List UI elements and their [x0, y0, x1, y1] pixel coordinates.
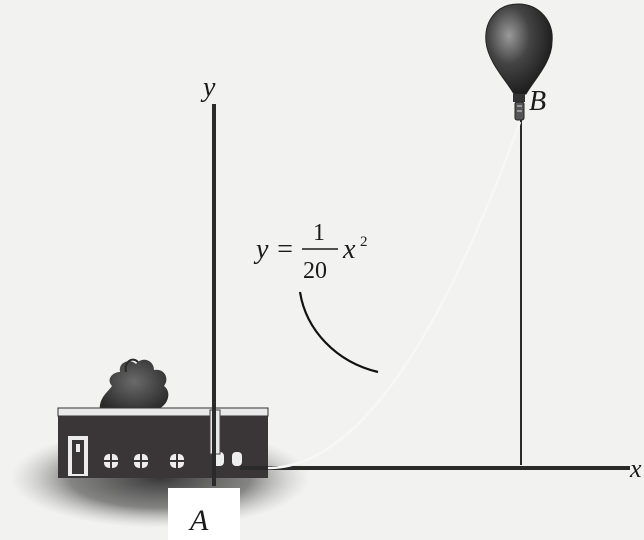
point-a-label: A — [188, 504, 209, 537]
equation-variable: x — [342, 234, 356, 265]
point-a-label-box — [168, 488, 240, 540]
house-icon — [57, 407, 269, 478]
equation-numerator: 1 — [313, 220, 325, 246]
equation-lhs: y = — [253, 234, 294, 265]
curve-callout-arc — [298, 291, 379, 374]
balloon-icon — [485, 3, 553, 121]
tree-icon — [99, 358, 169, 415]
y-axis-label: y — [200, 72, 216, 103]
equation-exponent: 2 — [360, 234, 368, 250]
point-b-label: B — [529, 86, 546, 117]
x-axis-label: x — [629, 454, 642, 483]
rope-curve — [267, 121, 522, 470]
curve-equation: y = 1 20 x 2 — [253, 220, 368, 284]
equation-denominator: 20 — [303, 258, 327, 284]
